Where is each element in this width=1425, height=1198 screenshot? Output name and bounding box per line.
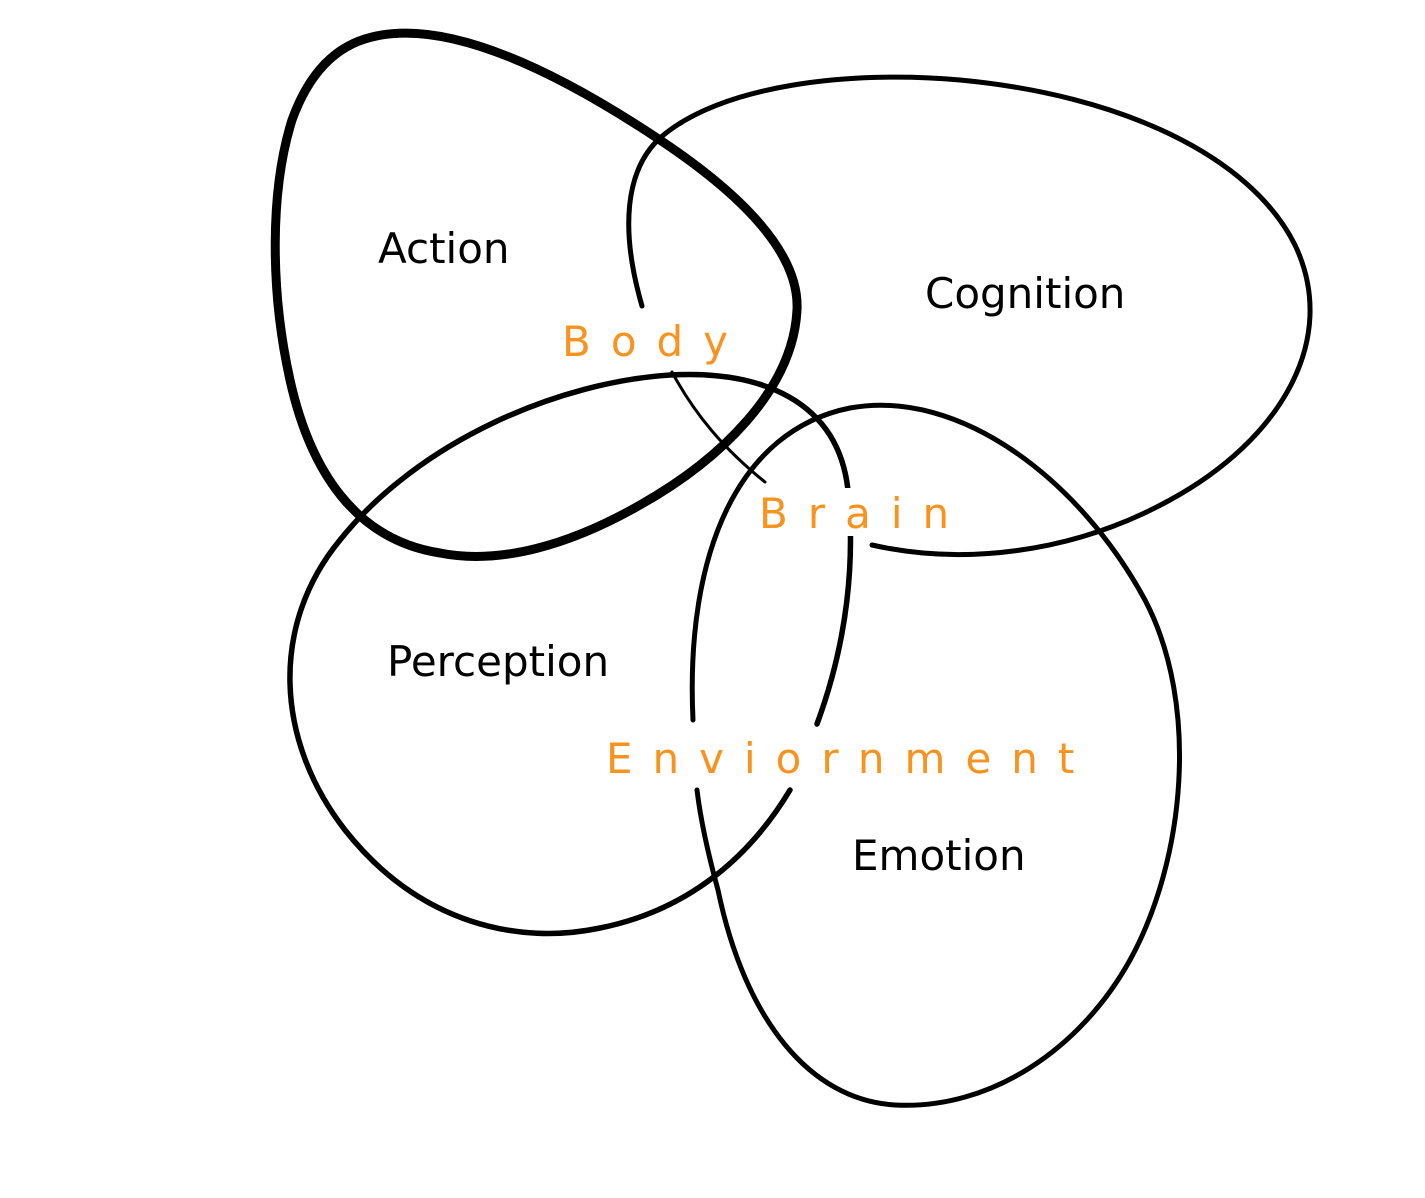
perception-loop [287,371,854,937]
brain-label: Brain [759,489,969,538]
body-label-gap [560,318,740,366]
environment-label-gap [602,732,1102,784]
perception-label: Perception [387,637,609,686]
body-label: Body [562,317,748,366]
emotion-label: Emotion [852,831,1026,880]
emotion-loop [689,402,1182,1108]
environment-label: Enviornment [606,734,1094,783]
action-label: Action [378,224,510,273]
action-loop [270,28,802,561]
brain-label-gap [754,488,966,536]
connector-stroke [670,370,767,484]
cognition-label: Cognition [925,269,1125,318]
